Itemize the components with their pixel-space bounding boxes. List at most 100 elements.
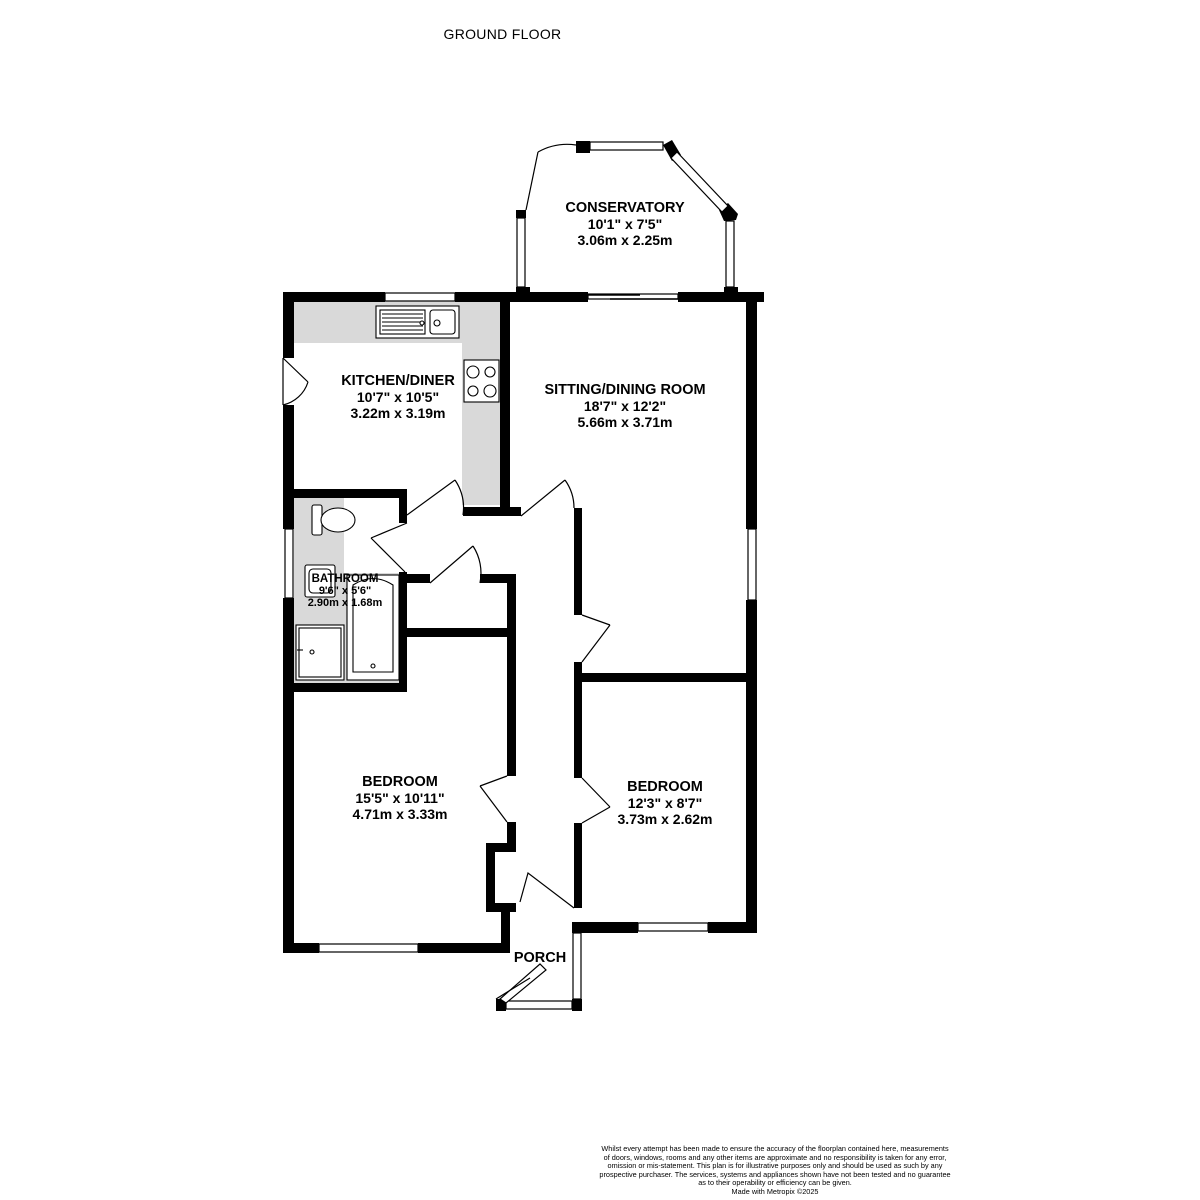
room-label-bathroom: BATHROOM 9'6" x 5'6" 2.90m x 1.68m — [290, 573, 400, 609]
room-dimensions-imperial: 12'3" x 8'7" — [627, 795, 703, 811]
conservatory-corner-top-left — [576, 141, 590, 153]
bedroom2-wall-bottom-left — [576, 922, 638, 933]
kitchen-hall-door — [406, 479, 465, 516]
bath — [346, 574, 400, 681]
room-name: SITTING/DINING ROOM — [544, 382, 706, 398]
room-dimensions-metric: 3.06m x 2.25m — [577, 232, 673, 248]
sitting-wall-top-left — [500, 292, 588, 302]
disclaimer-line: Whilst every attempt has been made to en… — [601, 1144, 949, 1153]
conservatory-window-diagonal — [670, 151, 729, 213]
cupboard-door — [429, 545, 482, 584]
bathroom-door — [370, 522, 408, 573]
bedroom1-wall-bottom-right — [418, 943, 510, 953]
porch-window-diagonal — [499, 963, 547, 1004]
bedroom1-window — [318, 943, 419, 953]
toilet — [311, 504, 356, 536]
room-dimensions-imperial: 9'6" x 5'6" — [318, 585, 372, 597]
doors — [282, 143, 611, 1000]
kitchen-sink — [375, 305, 460, 339]
bedroom2-wall-left-upper — [574, 673, 582, 778]
room-label-kitchen: KITCHEN/DINER 10'7" x 10'5" 3.22m x 3.19… — [313, 373, 483, 421]
bathroom-wall-left-lower — [283, 598, 294, 700]
basin — [304, 564, 336, 598]
sitting-bedroom-partition — [574, 673, 757, 682]
bathroom-wall-top — [283, 489, 407, 498]
floor-title: GROUND FLOOR — [443, 26, 562, 42]
sitting-wall-top-right — [678, 292, 764, 302]
conservatory-window-top — [589, 141, 664, 151]
bedroom2-wall-bottom-right — [708, 922, 757, 933]
room-label-conservatory: CONSERVATORY 10'1" x 7'5" 3.06m x 2.25m — [540, 200, 710, 248]
room-label-porch: PORCH — [500, 950, 580, 966]
disclaimer-credit: Made with Metropix ©2025 — [731, 1186, 819, 1196]
bedroom1-wall-bottom-left — [283, 943, 319, 953]
room-name: CONSERVATORY — [565, 200, 685, 216]
bedroom2-door — [581, 777, 611, 824]
sitting-wall-right-lower — [746, 600, 757, 682]
bedroom1-door — [479, 775, 508, 823]
conservatory-door — [525, 143, 577, 211]
porch-window-bottom — [505, 1000, 573, 1010]
bedroom2-wall-right — [746, 673, 757, 933]
room-dimensions-metric: 5.66m x 3.71m — [577, 414, 673, 430]
conservatory-post-right-bottom — [724, 287, 738, 302]
disclaimer: Whilst every attempt has been made to en… — [560, 1144, 990, 1197]
bathroom-wall-right-upper — [399, 489, 407, 523]
kitchen-wall-top — [283, 292, 385, 302]
disclaimer-line: omission or mis-statement. This plan is … — [607, 1161, 943, 1171]
sliding-door-lines — [588, 294, 678, 300]
kitchen-wall-left-lower — [283, 405, 294, 492]
windows — [284, 141, 757, 1010]
conservatory-post-left — [516, 210, 526, 218]
porch-post-right — [572, 999, 582, 1011]
room-name: BEDROOM — [362, 774, 438, 790]
bedroom1-hall-wall-upper — [507, 628, 516, 776]
conservatory-window-right — [725, 220, 735, 288]
kitchen-window — [384, 292, 456, 302]
conservatory-window-left — [516, 217, 526, 288]
room-name: BEDROOM — [627, 779, 703, 795]
room-name: KITCHEN/DINER — [341, 373, 455, 389]
hall-sitting-door — [520, 479, 575, 517]
bathroom-wall-left-upper — [283, 489, 294, 529]
shower-tray — [295, 624, 345, 681]
room-dimensions-metric: 2.90m x 1.68m — [307, 597, 383, 609]
bedroom1-hall-wall-mid — [507, 822, 516, 852]
sitting-window — [747, 528, 757, 601]
porch-post-left — [496, 999, 506, 1011]
room-label-bedroom-1: BEDROOM 15'5" x 10'11" 4.71m x 3.33m — [315, 774, 485, 822]
sitting-lower-door — [581, 614, 611, 663]
cupboard-wall-right — [507, 574, 516, 637]
porch-external-door — [495, 977, 531, 1000]
kitchen-external-door — [282, 357, 309, 406]
cupboard-wall-top-right — [480, 574, 516, 583]
sitting-wall-right-upper — [746, 292, 757, 529]
disclaimer-line: as to their operability or efficiency ca… — [698, 1178, 852, 1188]
room-label-sitting-dining: SITTING/DINING ROOM 18'7" x 12'2" 5.66m … — [520, 382, 730, 430]
disclaimer-line: of doors, windows, rooms and any other i… — [603, 1152, 947, 1162]
sitting-hall-wall-upper — [574, 508, 582, 615]
kitchen-wall-left-upper — [283, 292, 294, 358]
kitchen-wall-top-right — [455, 292, 517, 302]
room-dimensions-metric: 3.73m x 2.62m — [617, 811, 713, 827]
bedroom2-window — [637, 922, 709, 932]
bedroom2-wall-left-lower — [574, 823, 582, 908]
porch-internal-door — [519, 871, 575, 909]
disclaimer-line: prospective purchaser. The services, sys… — [599, 1169, 951, 1179]
room-label-bedroom-2: BEDROOM 12'3" x 8'7" 3.73m x 2.62m — [580, 779, 750, 827]
cupboard-wall-top-left — [405, 574, 430, 583]
bathroom-wall-right-lower — [399, 572, 407, 692]
room-dimensions-imperial: 10'1" x 7'5" — [587, 216, 663, 232]
sitting-hall-wall-lower — [574, 662, 582, 677]
kitchen-sitting-partition — [500, 300, 510, 512]
room-dimensions-metric: 3.22m x 3.19m — [350, 405, 446, 421]
room-dimensions-imperial: 15'5" x 10'11" — [355, 790, 445, 806]
bedroom1-cupboard-top — [486, 843, 516, 852]
cupboard-wall-bottom — [405, 628, 516, 637]
bedroom1-cupboard-left — [486, 843, 495, 911]
bathroom-wall-bottom — [283, 683, 407, 692]
kitchen-hob — [463, 359, 500, 403]
room-name: PORCH — [513, 950, 567, 966]
room-dimensions-metric: 4.71m x 3.33m — [352, 806, 448, 822]
